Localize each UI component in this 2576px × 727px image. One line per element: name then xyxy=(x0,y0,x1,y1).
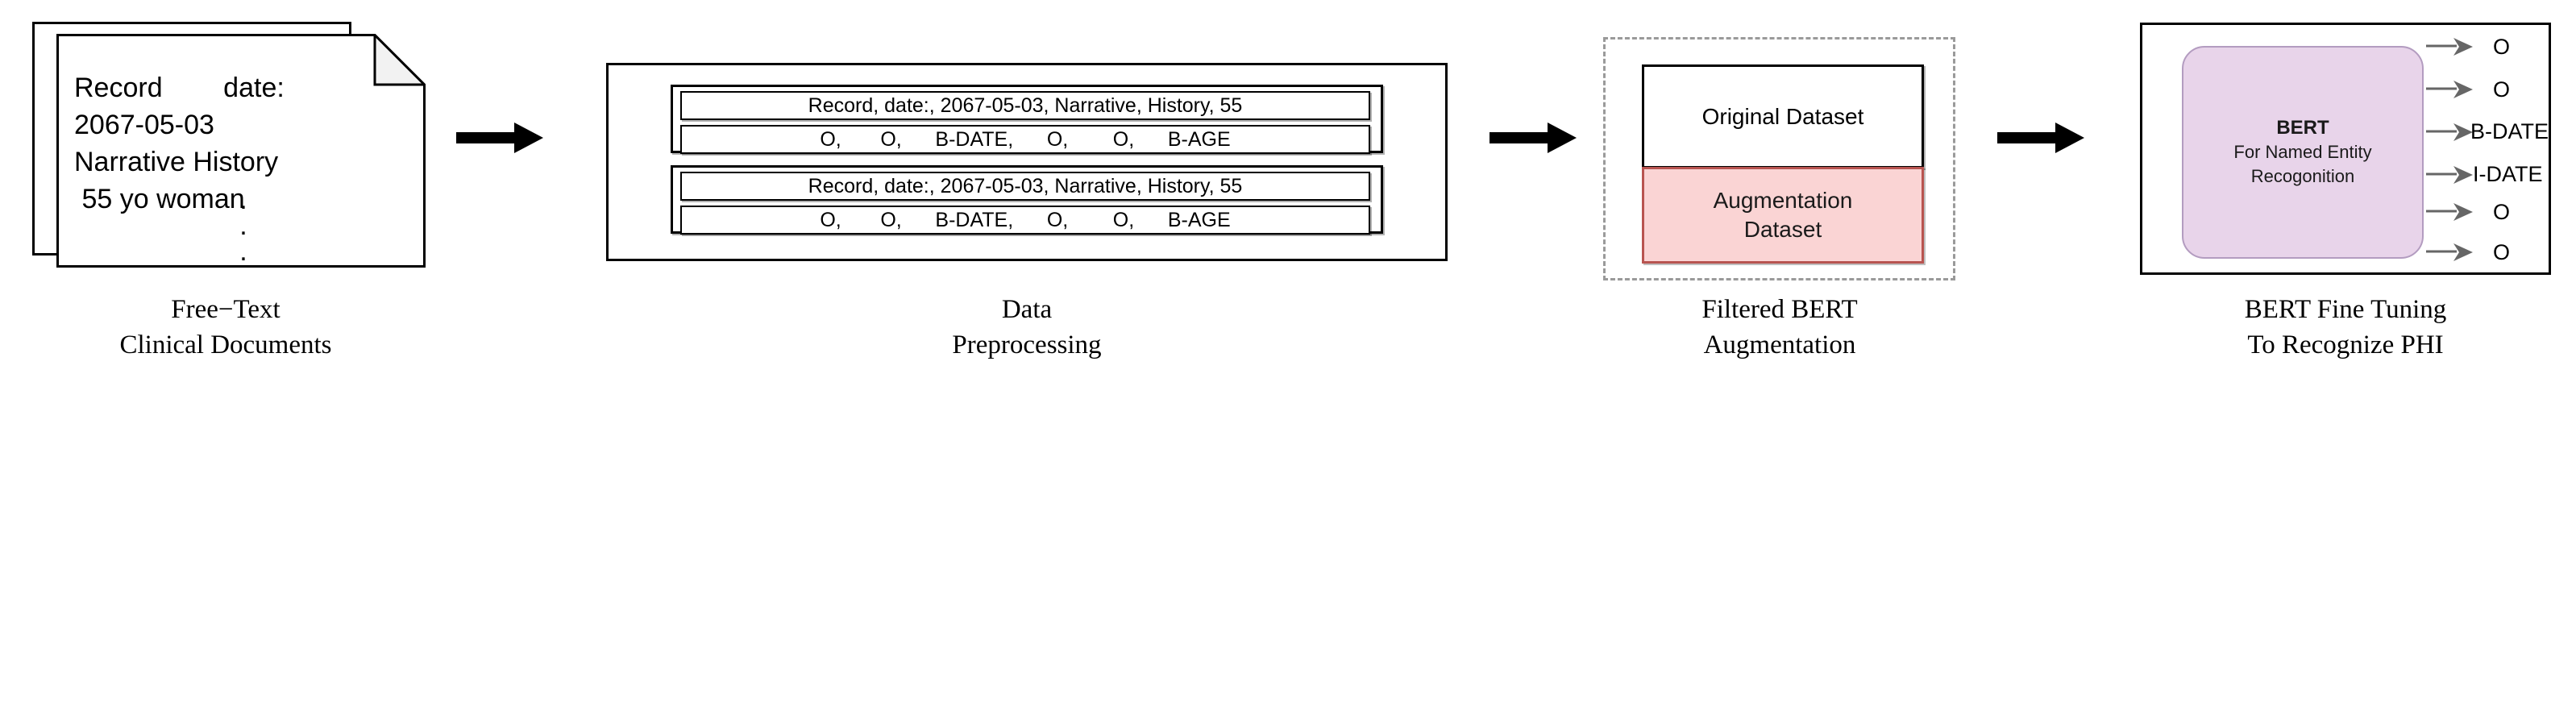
caption-data-preprocessing: Data Preprocessing xyxy=(952,295,1102,359)
bert-output-arrow-2 xyxy=(2426,79,2474,100)
bert-output-label-3: B-DATE xyxy=(2470,119,2549,143)
caption-bert-fine-tuning: BERT Fine Tuning To Recognize PHI xyxy=(2244,295,2447,359)
bert-output-label-4: I-DATE xyxy=(2473,162,2543,186)
document-ellipsis: . . . xyxy=(74,185,413,267)
augmentation-dataset-box: Augmentation Dataset xyxy=(1642,167,1924,264)
bert-output-label-5: O xyxy=(2493,200,2511,224)
bert-model-box: BERT For Named Entity Recogonition xyxy=(2182,46,2424,259)
document-front-page xyxy=(56,34,426,268)
bert-output-label-2: O xyxy=(2493,77,2511,102)
preprocessing-group-2-labels: O, O, B-DATE, O, O, B-AGE xyxy=(680,206,1370,235)
document-text: Record date: 2067-05-03 Narrative Histor… xyxy=(74,69,413,218)
bert-output-arrow-4 xyxy=(2426,164,2474,185)
preprocessing-group-1-tokens: Record, date:, 2067-05-03, Narrative, Hi… xyxy=(680,91,1370,120)
bert-output-arrow-3 xyxy=(2426,122,2474,143)
bert-output-arrow-1 xyxy=(2426,36,2474,57)
bert-output-arrow-5 xyxy=(2426,201,2474,222)
document-text-line-3: Narrative History xyxy=(74,147,279,177)
original-dataset-box: Original Dataset xyxy=(1642,64,1924,168)
document-text-line-2: 2067-05-03 xyxy=(74,110,214,140)
caption-filtered-bert-augmentation: Filtered BERT Augmentation xyxy=(1701,295,1858,359)
ellipsis-dot-3: . xyxy=(239,236,247,267)
bert-model-title: BERT xyxy=(2276,117,2329,139)
arrow-documents-to-preprocessing xyxy=(456,119,545,156)
bert-model-subtitle-line-1: For Named Entity xyxy=(2233,142,2372,162)
augmentation-dataset-label: Augmentation Dataset xyxy=(1713,188,1853,242)
bert-output-label-6: O xyxy=(2493,240,2511,264)
bert-model-subtitle-line-2: Recogonition xyxy=(2250,166,2355,186)
preprocessing-group-1-labels: O, O, B-DATE, O, O, B-AGE xyxy=(680,125,1370,154)
arrow-augmentation-to-bert xyxy=(1997,119,2086,156)
ellipsis-dot-2: . xyxy=(239,210,247,241)
ellipsis-dot-1: . xyxy=(239,185,247,215)
caption-free-text-clinical-documents: Free−Text Clinical Documents xyxy=(119,295,332,359)
bert-output-arrow-6 xyxy=(2426,242,2474,263)
arrow-preprocessing-to-augmentation xyxy=(1490,119,1578,156)
bert-output-label-1: O xyxy=(2493,35,2511,59)
document-text-line-4: 55 yo woman xyxy=(74,184,245,214)
preprocessing-group-2-tokens: Record, date:, 2067-05-03, Narrative, Hi… xyxy=(680,172,1370,201)
document-text-line-1: Record date: xyxy=(74,73,285,103)
